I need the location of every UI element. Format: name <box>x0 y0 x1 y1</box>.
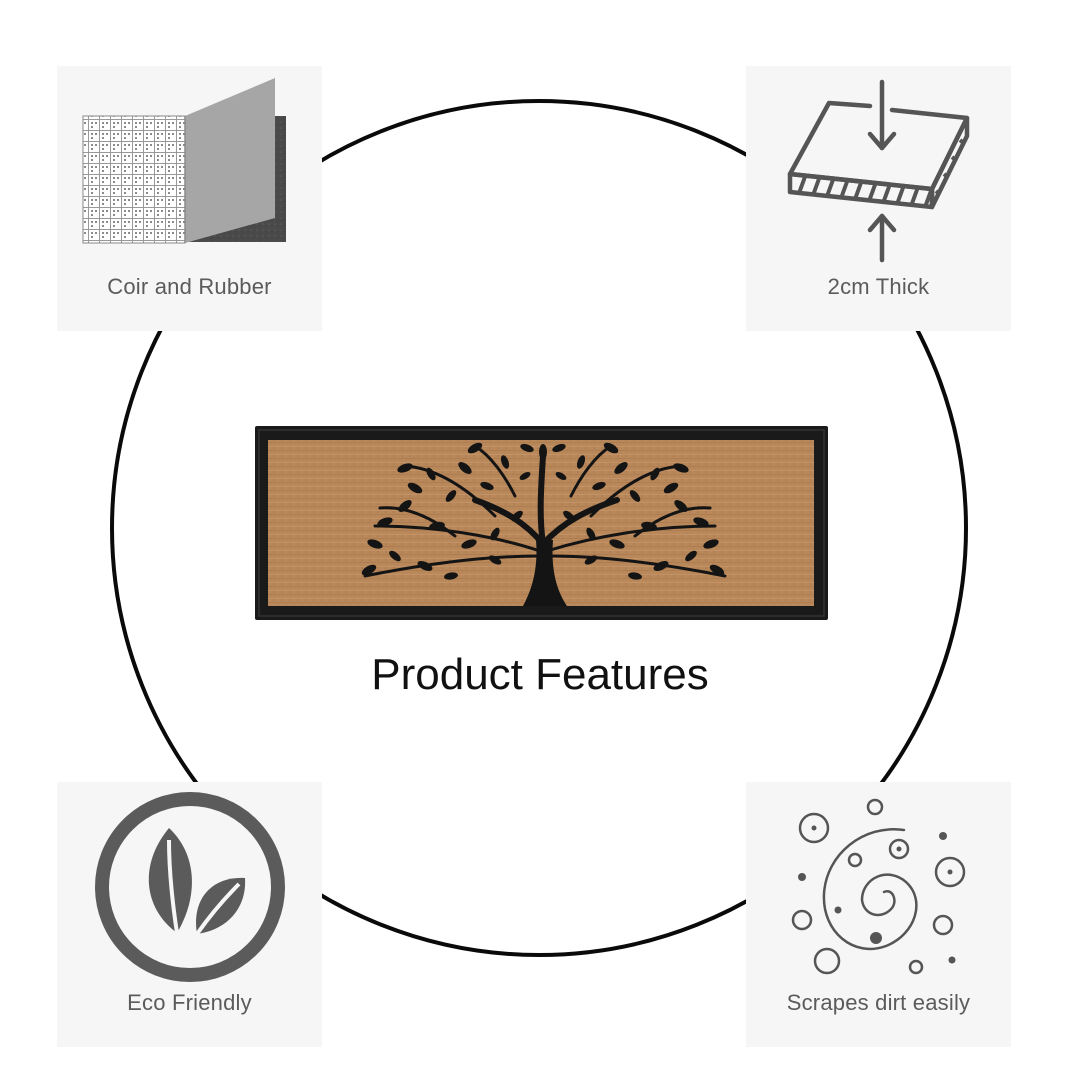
leaf-icon <box>95 792 285 982</box>
feature-label-coir: Coir and Rubber <box>107 274 272 299</box>
feature-label-scrape: Scrapes dirt easily <box>786 990 971 1015</box>
tree-doormat-image <box>255 426 828 620</box>
coir-rubber-layers-icon <box>82 78 286 244</box>
feature-card-scrape: Scrapes dirt easily <box>746 782 1011 1047</box>
thickness-icon <box>787 79 970 263</box>
feature-card-eco: Eco Friendly <box>57 782 322 1047</box>
feature-label-thick: 2cm Thick <box>827 274 930 299</box>
page-title: Product Features <box>371 650 709 699</box>
feature-label-eco: Eco Friendly <box>127 990 252 1015</box>
feature-card-thick: 2cm Thick <box>746 66 1011 331</box>
feature-card-coir: Coir and Rubber <box>57 66 322 331</box>
dirt-swirl-icon <box>791 798 966 975</box>
feature-ring <box>110 99 968 957</box>
